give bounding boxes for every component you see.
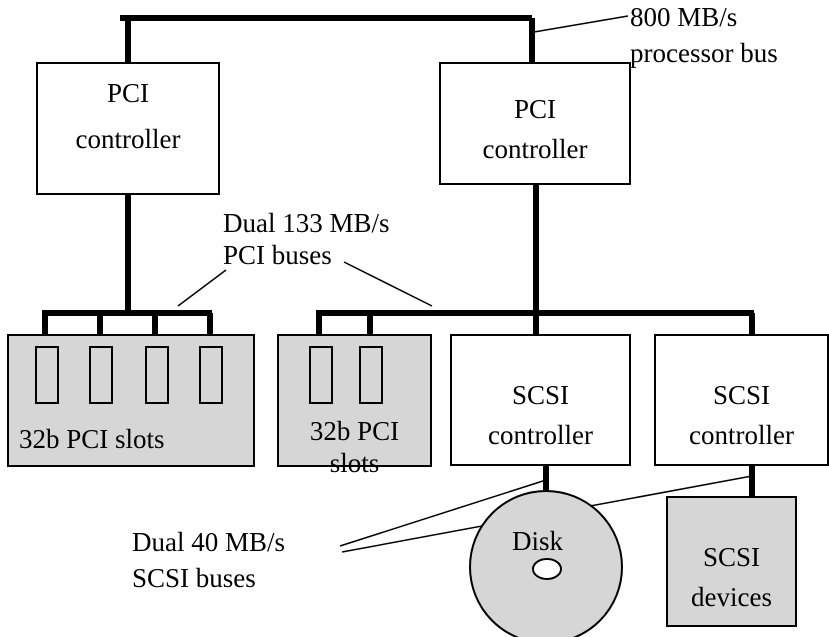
disk-label: Disk [512,526,564,556]
disk-hole [532,558,562,580]
pci-controller-right-label-2: controller [482,134,588,164]
scsi-buses-label-1: Dual 40 MB/s [132,527,286,557]
scsi-controller-1-label-2: controller [488,420,593,450]
pci-buses-label-1: Dual 133 MB/s [223,208,390,238]
pci-controller-right: PCI controller [439,62,631,185]
pci-slots-right-label-1: 32b PCI [309,416,400,446]
scsi-controller-1-label-1: SCSI [511,380,570,410]
pci-controller-left-label-2: controller [75,124,181,154]
processor-bus-rate: 800 MB/s [630,2,738,32]
scsi-devices-label-1: SCSI [702,542,761,572]
pci-slot [359,346,383,404]
pci-buses-label-2: PCI buses [223,240,332,270]
scsi-controller-2-label-2: controller [689,420,794,450]
pci-controller-left-label-1: PCI [106,78,150,108]
scsi-devices: SCSI devices [666,496,797,627]
pci-slots-left: 32b PCI slots [7,334,255,467]
pci-controller-right-label-1: PCI [513,94,557,124]
scsi-buses-label-2: SCSI buses [132,563,256,593]
pci-buses-callout-right [343,261,433,307]
scsi-controller-2-label-1: SCSI [712,380,771,410]
pci-slots-left-label: 32b PCI slots [19,424,165,454]
scsi-devices-label-2: devices [691,582,772,612]
scsi-controller-2: SCSI controller [654,334,829,466]
pci-slot [35,346,59,404]
pci-slot [89,346,113,404]
pci-slot [145,346,169,404]
processor-bus-name: processor bus [630,38,778,68]
pci-slot [309,346,333,404]
processor-bus-callout [533,15,629,33]
scsi-controller-1: SCSI controller [450,334,631,466]
pci-slots-right: 32b PCI slots [277,334,432,478]
pci-buses-callout-left [177,269,227,307]
pci-controller-left: PCI controller [36,62,220,195]
pci-slot [199,346,223,404]
pci-slots-right-label-2: slots [329,448,380,478]
scsi-buses-callout-1 [339,479,547,547]
